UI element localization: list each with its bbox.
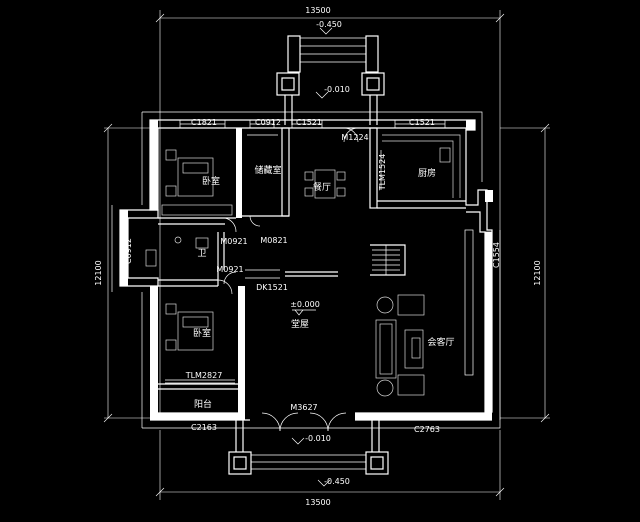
label-c1521-top: C1521 xyxy=(296,118,322,127)
room-label-bath: 卫 xyxy=(197,249,206,259)
dimension-lines xyxy=(103,10,550,500)
level-ground: ±0.000 xyxy=(290,300,320,309)
room-label-bedroom-bottom: 卧室 xyxy=(193,327,211,339)
label-tlm1524: TLM1524 xyxy=(378,154,387,192)
label-c2763: C2763 xyxy=(414,425,440,434)
label-m0921-a: M0921 xyxy=(220,237,247,246)
level-porch-bottom: -0.450 xyxy=(324,477,350,486)
furniture xyxy=(145,134,461,397)
room-label-dining: 餐厅 xyxy=(313,181,331,193)
outer-walls xyxy=(111,111,501,429)
label-c1821: C1821 xyxy=(191,118,217,127)
label-dk1521: DK1521 xyxy=(256,283,288,292)
dim-left-total: 12100 xyxy=(94,260,103,285)
room-label-bedroom-top: 卧室 xyxy=(202,175,220,187)
doors xyxy=(165,127,382,432)
room-label-hall: 堂屋 xyxy=(291,318,309,330)
top-porch xyxy=(276,27,385,125)
dim-top-total: 13500 xyxy=(305,6,330,15)
level-entry-top: -0.010 xyxy=(324,85,350,94)
room-label-storage: 储藏室 xyxy=(254,164,281,176)
interior-walls xyxy=(158,127,466,413)
label-m0821: M0821 xyxy=(260,236,287,245)
label-c2163: C2163 xyxy=(191,423,217,432)
staircase xyxy=(370,244,406,276)
label-tlm2827: TLM2827 xyxy=(185,371,223,380)
label-c0912-left: C0912 xyxy=(124,238,133,264)
label-m0921-b: M0921 xyxy=(216,265,243,274)
bottom-porch xyxy=(228,420,389,487)
label-m3627: M3627 xyxy=(290,403,317,412)
label-m1224: M1224 xyxy=(341,133,368,142)
level-entry-bottom: -0.010 xyxy=(305,434,331,443)
dim-right-total: 12100 xyxy=(533,260,542,285)
room-label-balcony: 阳台 xyxy=(194,398,212,410)
level-porch-top: -0.450 xyxy=(316,20,342,29)
windows xyxy=(119,119,493,421)
label-c1521-kitchen: C1521 xyxy=(409,118,435,127)
label-c1554: C1554 xyxy=(492,242,501,268)
dim-bottom-total: 13500 xyxy=(305,498,330,507)
room-label-kitchen: 厨房 xyxy=(418,167,436,179)
label-c0912-top: C0912 xyxy=(255,118,281,127)
room-label-living: 会客厅 xyxy=(427,336,454,348)
